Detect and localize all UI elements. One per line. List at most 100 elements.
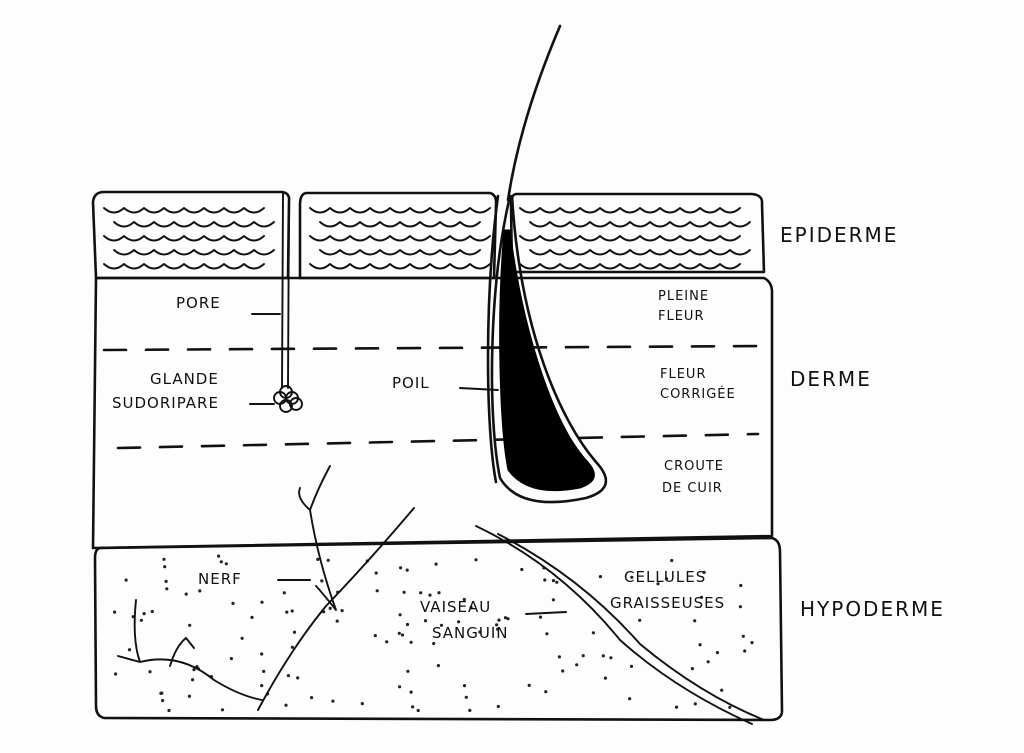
fat-dot xyxy=(656,582,660,586)
label-fleur: FLEUR xyxy=(658,309,704,324)
fat-dot xyxy=(240,636,244,640)
hair-shaft xyxy=(506,24,562,202)
poil-leader xyxy=(459,387,499,391)
fat-dot xyxy=(400,633,405,637)
epiderme-cell-row xyxy=(519,263,741,270)
fat-dot xyxy=(139,618,143,622)
fat-dot xyxy=(399,566,403,570)
fat-dot xyxy=(296,676,300,680)
fat-dot xyxy=(397,631,401,635)
fat-dot xyxy=(462,684,467,688)
fat-dot xyxy=(220,708,225,712)
fat-dot xyxy=(693,619,697,623)
epiderme-cell-row xyxy=(309,263,491,270)
fat-dot xyxy=(674,705,679,709)
fat-dot xyxy=(520,567,524,572)
fat-dot xyxy=(628,697,632,701)
fat-dot xyxy=(575,663,579,667)
fat-dot xyxy=(161,698,165,703)
fat-dot xyxy=(750,641,754,645)
fat-dot xyxy=(474,558,478,562)
epiderme-cell-row xyxy=(529,221,751,228)
fat-dot xyxy=(164,579,168,584)
fat-dot xyxy=(581,654,585,658)
fat-dot xyxy=(538,615,543,619)
fat-dot xyxy=(191,678,195,682)
fat-dot xyxy=(495,623,499,627)
label-pore: PORE xyxy=(176,294,221,312)
label-graisseuses: GRAISSEUSES xyxy=(610,594,725,612)
epiderme-cell-row xyxy=(519,235,741,242)
fat-dot xyxy=(398,685,402,689)
fat-dot xyxy=(609,656,613,660)
fat-dot xyxy=(741,634,745,638)
fat-dot xyxy=(496,627,500,631)
fat-dot xyxy=(159,691,163,696)
label-sudoripare: SUDORIPARE xyxy=(112,394,219,412)
fat-dot xyxy=(715,651,720,655)
epiderme-cell-row xyxy=(319,221,481,228)
fat-dot xyxy=(739,583,743,588)
fat-dot xyxy=(127,648,132,652)
fat-dot xyxy=(457,620,461,624)
fat-dot xyxy=(114,672,118,676)
fat-dot xyxy=(260,600,264,604)
fat-dot xyxy=(219,560,223,564)
label-nerf: NERF xyxy=(198,570,242,588)
fat-dot xyxy=(331,699,335,703)
fat-dot xyxy=(192,668,196,672)
fat-dot xyxy=(340,609,344,613)
fat-dot xyxy=(385,640,389,644)
derme-divider-lower xyxy=(116,432,760,450)
epiderme-cell-row xyxy=(103,263,265,270)
label-pleine: PLEINE xyxy=(658,289,709,304)
fat-dot xyxy=(224,562,228,566)
fat-dot xyxy=(603,676,608,680)
fat-dot xyxy=(142,612,146,616)
fat-dot xyxy=(598,575,603,579)
fat-dot xyxy=(434,562,438,566)
fat-dot xyxy=(373,634,377,638)
fat-dot xyxy=(406,669,410,673)
fat-dot xyxy=(188,623,192,627)
fat-dot xyxy=(284,703,288,707)
fat-dot xyxy=(630,575,634,579)
fat-dot xyxy=(561,669,565,673)
fat-dot xyxy=(478,630,482,634)
fat-dot xyxy=(326,558,330,562)
hair-follicle-outer xyxy=(490,194,608,504)
fat-dot xyxy=(551,598,556,602)
fat-dot xyxy=(328,606,332,611)
fat-dot xyxy=(229,657,233,661)
fat-dot xyxy=(286,674,290,678)
epiderme-cell-row xyxy=(103,235,265,242)
vaisseau-leader xyxy=(525,611,567,615)
fat-dot xyxy=(148,670,152,674)
fat-dot xyxy=(409,640,413,644)
blood-vessel-2 xyxy=(475,525,765,725)
fat-dot xyxy=(468,708,472,713)
fat-dot xyxy=(506,617,510,621)
fat-dot xyxy=(398,613,402,617)
fat-dot xyxy=(231,601,235,606)
fat-dot xyxy=(496,704,500,709)
nerve-main xyxy=(298,465,337,611)
hypoderme-block xyxy=(93,536,784,722)
label-vaisseau: VAISEAU xyxy=(420,598,491,616)
fat-dot xyxy=(285,610,289,614)
epiderme-cell-row xyxy=(309,207,491,214)
fat-dot xyxy=(555,580,559,584)
label-epiderme: EPIDERME xyxy=(780,223,898,247)
fat-dot xyxy=(335,619,339,623)
fat-dot xyxy=(544,690,548,694)
fat-dot xyxy=(432,641,436,646)
fat-dot xyxy=(292,630,297,634)
sweat-duct xyxy=(281,191,290,389)
derme-divider-upper xyxy=(102,344,762,352)
blood-vessel-1 xyxy=(257,507,415,711)
epiderme-cell-row xyxy=(529,249,751,256)
label-de-cuir: DE CUIR xyxy=(662,481,723,496)
fat-dot xyxy=(260,652,264,656)
fat-dot xyxy=(690,667,695,671)
